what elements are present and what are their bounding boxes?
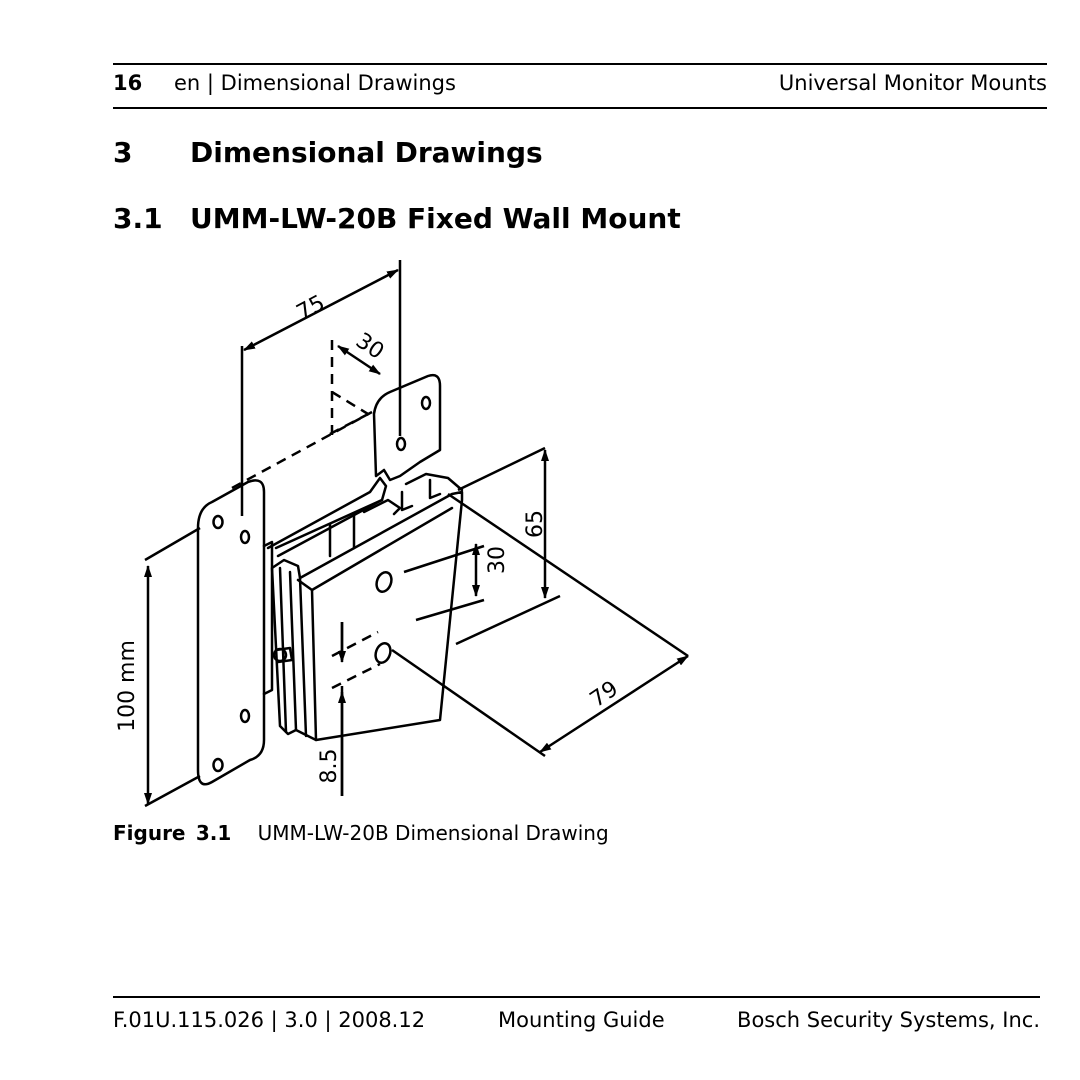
hole xyxy=(374,642,392,664)
channel-bracket xyxy=(266,476,388,558)
wall-plate-left xyxy=(196,479,266,786)
footer-doc-id: F.01U.115.026 | 3.0 | 2008.12 xyxy=(113,1008,426,1032)
section-title: Dimensional Drawings xyxy=(190,136,543,169)
running-title: en | Dimensional Drawings xyxy=(174,71,456,95)
dim-label-8-5: 8.5 xyxy=(317,749,342,784)
hole xyxy=(239,529,251,545)
hole xyxy=(212,757,224,773)
hole xyxy=(239,708,251,724)
hole xyxy=(395,436,407,452)
dim-label-79: 79 xyxy=(586,676,623,712)
dim-line-75 xyxy=(243,268,399,352)
hole xyxy=(212,514,224,530)
footer-company: Bosch Security Systems, Inc. xyxy=(737,1008,1040,1032)
figure-caption: Figure 3.1 UMM-LW-20B Dimensional Drawin… xyxy=(113,820,609,846)
product-name: Universal Monitor Mounts xyxy=(778,71,1047,95)
hole xyxy=(420,395,432,411)
dim-label-30-right: 30 xyxy=(485,546,510,574)
footer-doc-type: Mounting Guide xyxy=(498,1008,665,1032)
wall-plate-right xyxy=(372,373,442,482)
subsection-number: 3.1 xyxy=(113,202,163,235)
footer-rule xyxy=(113,996,1040,998)
hole xyxy=(375,571,393,593)
page-number: 16 xyxy=(113,71,143,95)
front-block xyxy=(270,490,464,742)
figure-label: Figure xyxy=(113,821,186,845)
figure-caption-text: UMM-LW-20B Dimensional Drawing xyxy=(257,821,609,845)
header-bottom-rule xyxy=(113,107,1047,109)
dim-line-30-top xyxy=(337,344,381,376)
subsection-title: UMM-LW-20B Fixed Wall Mount xyxy=(190,202,681,235)
figure-number: 3.1 xyxy=(195,821,232,845)
subsection-heading: 3.1 UMM-LW-20B Fixed Wall Mount xyxy=(113,202,681,236)
dim-label-65: 65 xyxy=(523,510,548,538)
header-top-rule xyxy=(113,63,1047,65)
section-heading: 3 Dimensional Drawings xyxy=(113,136,543,170)
dim-line-79 xyxy=(539,654,689,754)
dim-label-100mm: 100 mm xyxy=(115,640,140,732)
section-number: 3 xyxy=(113,136,133,169)
